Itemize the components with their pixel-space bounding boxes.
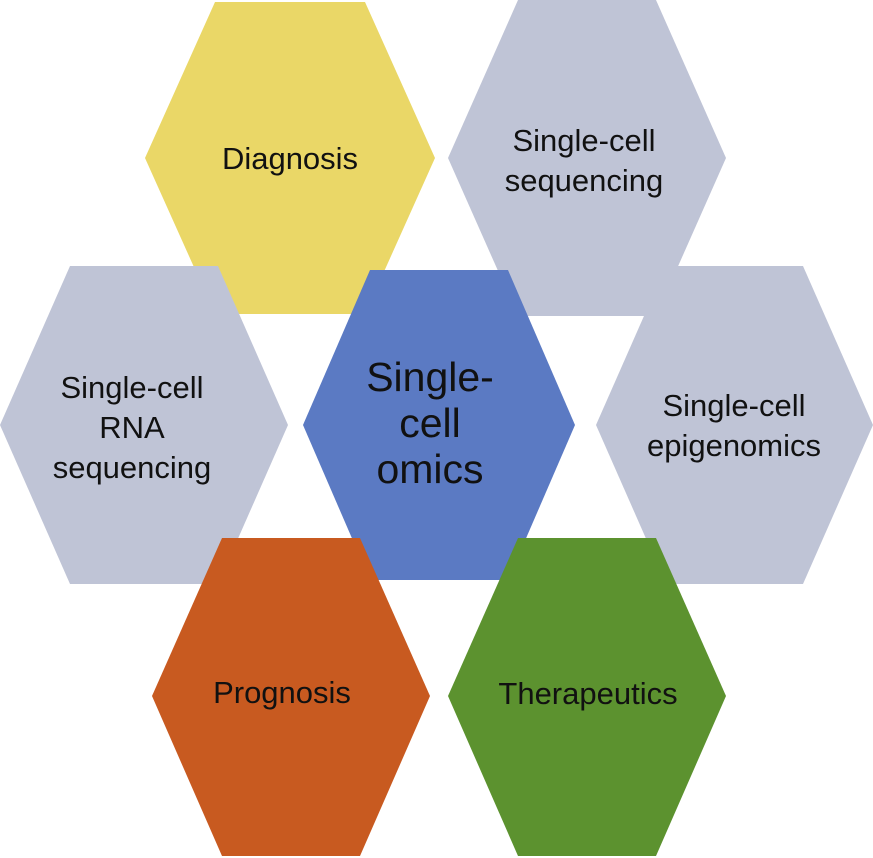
label-line: Single-cell: [60, 370, 203, 405]
label-line: cell: [399, 400, 461, 446]
hexagon-therapeutics: [448, 538, 726, 856]
label-line: epigenomics: [647, 428, 821, 463]
hexagon-single-cell-omics: [303, 270, 575, 580]
hex-therapeutics: Therapeutics: [448, 538, 726, 856]
label-diagnosis: Diagnosis: [222, 141, 358, 176]
hex-single-cell-epigenomics: Single-cell epigenomics: [596, 266, 873, 584]
label-therapeutics: Therapeutics: [498, 676, 677, 711]
hexagon-single-cell-sequencing: [448, 0, 726, 316]
hexagon-single-cell-rna-sequencing: [0, 266, 288, 584]
label-line: omics: [376, 446, 483, 492]
label-line: Single-cell: [512, 123, 655, 158]
label-prognosis: Prognosis: [213, 675, 351, 710]
label-line: Single-: [366, 354, 494, 400]
label-line: sequencing: [505, 163, 664, 198]
hexagon-prognosis: [152, 538, 430, 856]
label-single-cell-sequencing: Single-cell sequencing: [505, 123, 664, 198]
label-line: sequencing: [53, 450, 212, 485]
label-line: RNA: [99, 410, 165, 445]
label-line: Single-cell: [662, 388, 805, 423]
label-line: Therapeutics: [498, 676, 677, 711]
hex-prognosis: Prognosis: [152, 538, 430, 856]
hex-diagnosis: Diagnosis: [145, 2, 435, 314]
label-line: Prognosis: [213, 675, 351, 710]
hexagon-diagnosis: [145, 2, 435, 314]
label-line: Diagnosis: [222, 141, 358, 176]
hexagon-single-cell-epigenomics: [596, 266, 873, 584]
label-single-cell-epigenomics: Single-cell epigenomics: [647, 388, 821, 463]
hex-single-cell-sequencing: Single-cell sequencing: [448, 0, 726, 316]
